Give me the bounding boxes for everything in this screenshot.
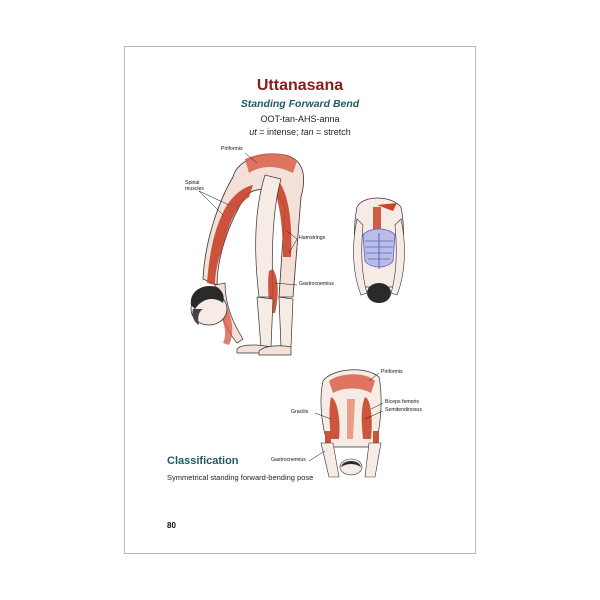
book-page: Uttanasana Standing Forward Bend OOT-tan… bbox=[124, 46, 476, 554]
label-hamstrings: Hamstrings bbox=[299, 235, 326, 241]
pronunciation: OOT-tan-AHS-anna bbox=[260, 114, 340, 124]
label-gastrocnemius-back: Gastrocnemius bbox=[271, 457, 306, 463]
page-number: 80 bbox=[167, 521, 176, 530]
meaning-term-ut: ut bbox=[249, 127, 257, 137]
front-view-illustration bbox=[353, 197, 405, 303]
label-spinal-line2: muscles bbox=[185, 185, 205, 192]
pose-title: Uttanasana bbox=[256, 77, 344, 94]
meaning-def-ut: = intense; bbox=[256, 127, 301, 137]
meaning-def-tan: = stretch bbox=[313, 127, 351, 137]
back-view-illustration bbox=[308, 369, 384, 478]
pose-subtitle: Standing Forward Bend bbox=[240, 98, 360, 110]
anatomy-illustrations bbox=[190, 152, 405, 478]
main-figure-illustration bbox=[190, 152, 304, 356]
label-semitendinosus: Semitendinosus bbox=[385, 407, 422, 413]
label-gastrocnemius-main: Gastrocnemius bbox=[299, 281, 334, 287]
label-piriformis-main: Piriformis bbox=[221, 146, 243, 152]
classification-heading: Classification bbox=[167, 455, 239, 467]
label-gracilis: Gracilis bbox=[291, 409, 309, 415]
sanskrit-meaning: ut = intense; tan = stretch bbox=[125, 127, 475, 137]
label-biceps-femoris: Biceps femoris bbox=[385, 399, 420, 405]
meaning-term-tan: tan bbox=[301, 127, 314, 137]
label-spinal-line1: Spinal bbox=[185, 180, 200, 186]
classification-text: Symmetrical standing forward-bending pos… bbox=[167, 473, 314, 482]
label-piriformis-back: Piriformis bbox=[381, 369, 403, 375]
